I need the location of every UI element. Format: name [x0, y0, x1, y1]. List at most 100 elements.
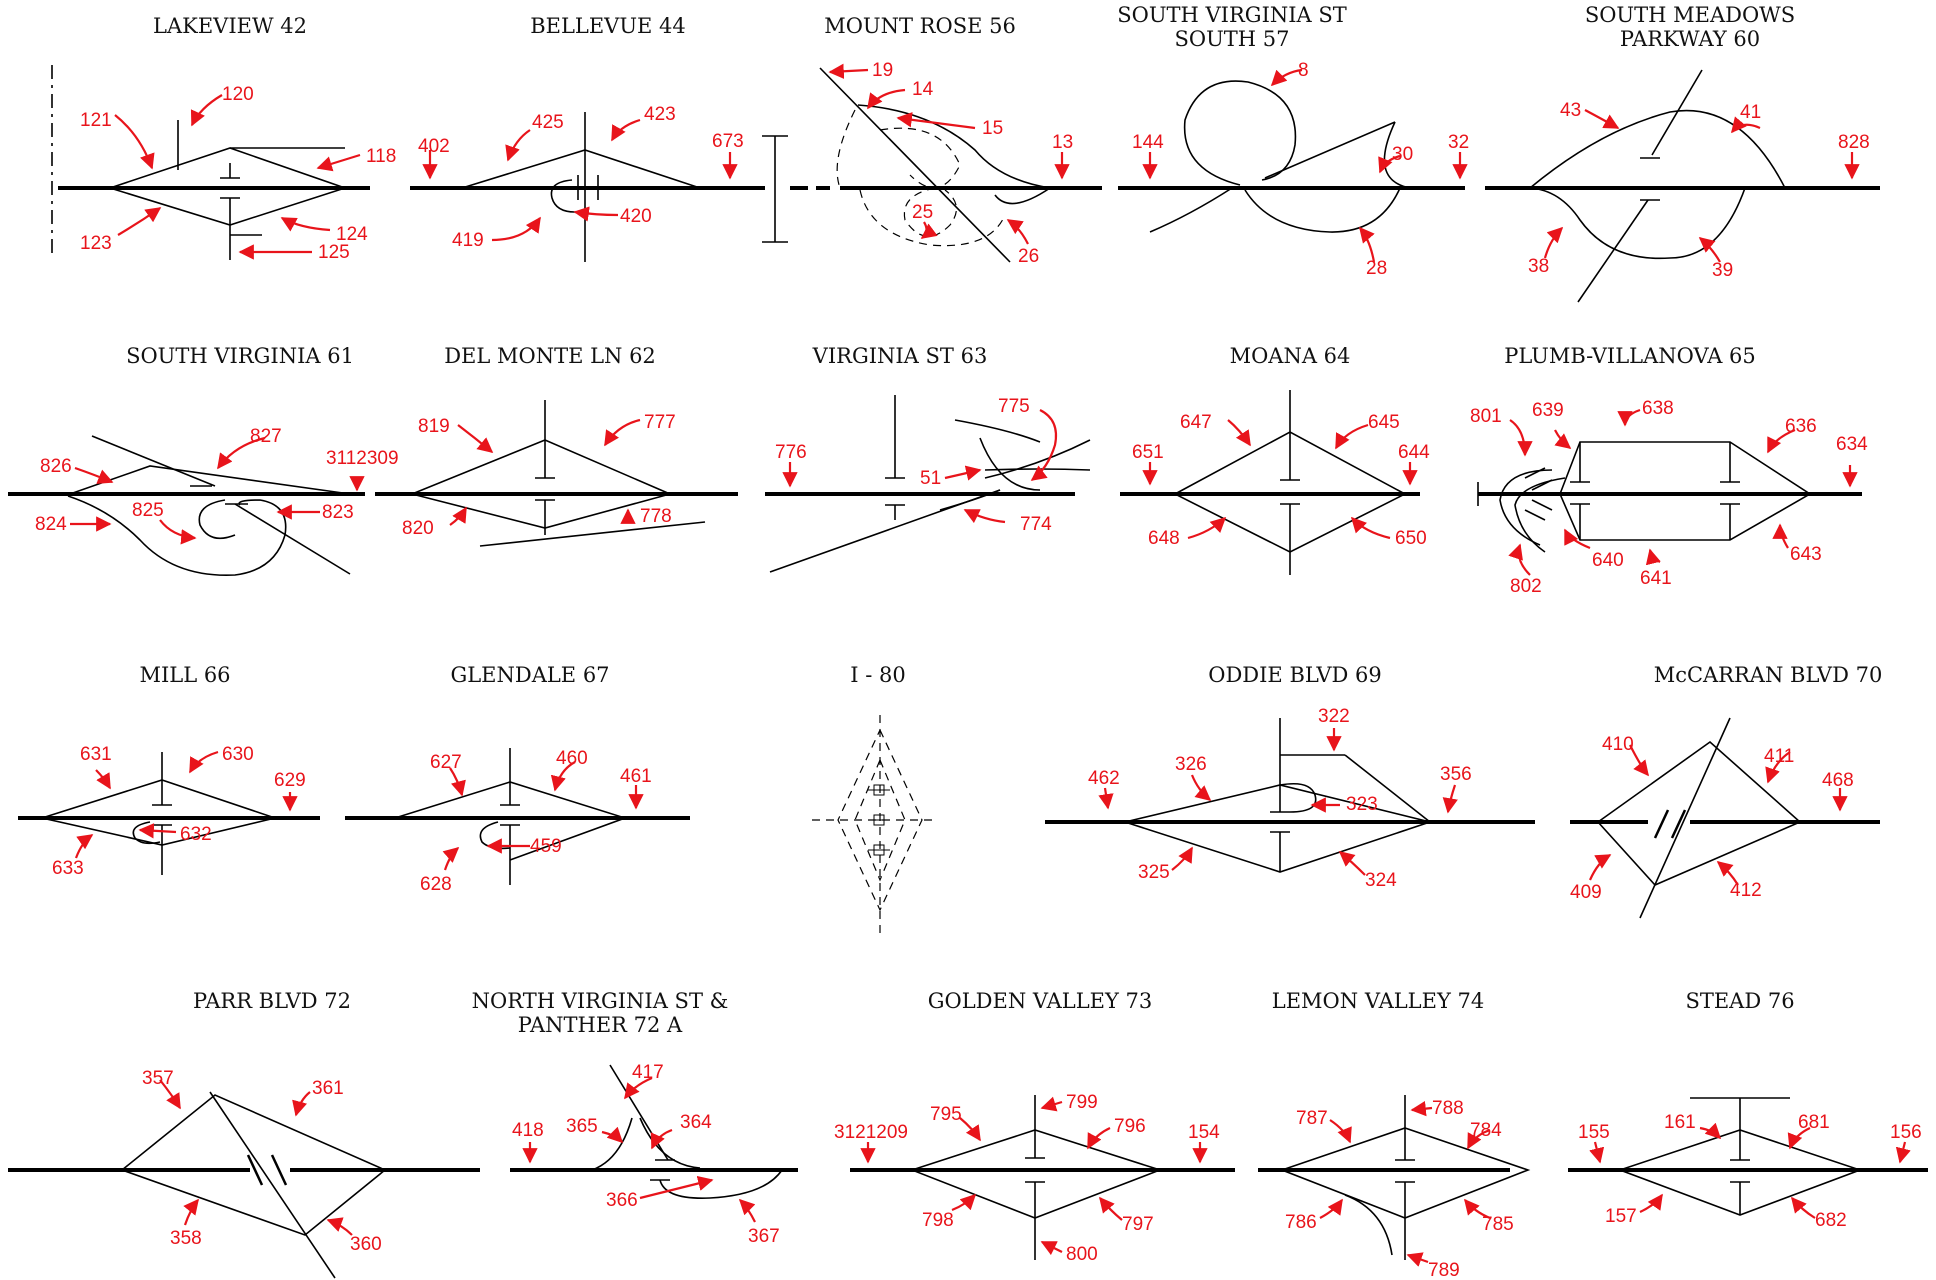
route-label: 360	[350, 1234, 382, 1255]
route-label: 824	[35, 514, 67, 535]
route-label: 157	[1605, 1206, 1637, 1227]
route-label: 15	[982, 118, 1003, 139]
route-label: 644	[1398, 442, 1430, 463]
route-label: 648	[1148, 528, 1180, 549]
route-label: 30	[1392, 144, 1413, 165]
interchange-glendale-67: GLENDALE 67 627 460 461 459 628	[345, 663, 690, 895]
interchange-del-monte-ln-62: DEL MONTE LN 62 819 777 820 778	[375, 344, 738, 547]
route-label: 775	[998, 396, 1030, 417]
route-label: 417	[632, 1062, 664, 1083]
interchange-title: SOUTH MEADOWS	[1585, 3, 1795, 27]
interchange-title: GLENDALE 67	[450, 663, 609, 687]
route-label: 39	[1712, 260, 1733, 281]
route-label: 156	[1890, 1122, 1922, 1143]
route-label: 420	[620, 206, 652, 227]
route-label: 681	[1798, 1112, 1830, 1133]
interchange-title: LEMON VALLEY 74	[1272, 989, 1484, 1013]
route-label: 357	[142, 1068, 174, 1089]
interchange-title: BELLEVUE 44	[530, 14, 686, 38]
route-label: 32	[1448, 132, 1469, 153]
route-label: 326	[1175, 754, 1207, 775]
route-label: 778	[640, 506, 672, 527]
route-label: 125	[318, 242, 350, 263]
route-label: 367	[748, 1226, 780, 1247]
interchange-title: DEL MONTE LN 62	[444, 344, 656, 368]
route-label: 461	[620, 766, 652, 787]
interchange-stead-76: STEAD 76 161 681 155 156 157 682	[1568, 989, 1928, 1231]
route-label: 26	[1018, 246, 1039, 267]
route-label: 776	[775, 442, 807, 463]
interchange-mill-66: MILL 66 631 630 629 632 633	[18, 663, 320, 879]
route-label: 650	[1395, 528, 1427, 549]
route-label: 366	[606, 1190, 638, 1211]
route-label: 645	[1368, 412, 1400, 433]
route-label: 19	[872, 60, 893, 81]
interchange-title: ODDIE BLVD 69	[1208, 663, 1381, 687]
interchange-title: GOLDEN VALLEY 73	[928, 989, 1153, 1013]
route-label: 819	[418, 416, 450, 437]
route-label: 322	[1318, 706, 1350, 727]
route-label: 51	[920, 468, 941, 489]
route-label: 462	[1088, 768, 1120, 789]
route-label: 409	[1570, 882, 1602, 903]
route-label: 651	[1132, 442, 1164, 463]
route-label: 777	[644, 412, 676, 433]
route-label: 631	[80, 744, 112, 765]
route-label: 14	[912, 79, 934, 100]
route-label: 13	[1052, 132, 1073, 153]
interchange-oddie-blvd-69: ODDIE BLVD 69 322 326 462 356 323 325 32…	[1045, 663, 1535, 891]
route-label: 460	[556, 748, 588, 769]
interchange-title: SOUTH VIRGINIA 61	[126, 344, 354, 368]
route-label: 120	[222, 84, 254, 105]
route-label: 633	[52, 858, 84, 879]
interchange-title: SOUTH 57	[1174, 27, 1289, 51]
route-label: 797	[1122, 1214, 1154, 1235]
route-label: 825	[132, 500, 164, 521]
route-label: 402	[418, 136, 450, 157]
interchange-lakeview-42: LAKEVIEW 42 121 120 118 123 124 125	[51, 14, 396, 263]
route-label: 411	[1764, 746, 1794, 767]
interchange-title: VIRGINIA ST 63	[812, 344, 988, 368]
interchange-title: MOANA 64	[1230, 344, 1351, 368]
interchange-virginia-st-63: VIRGINIA ST 63 776 775 51 774	[765, 344, 1091, 573]
route-label: 630	[222, 744, 254, 765]
route-label: 647	[1180, 412, 1212, 433]
route-label: 323	[1346, 794, 1378, 815]
route-label: 41	[1740, 102, 1761, 123]
interchange-bellevue-44: BELLEVUE 44 402 425 423 673 419 420	[410, 14, 765, 262]
route-label: 118	[366, 146, 396, 167]
route-label: 826	[40, 456, 72, 477]
route-label: 823	[322, 502, 354, 523]
route-label: 789	[1428, 1260, 1460, 1280]
route-label: 788	[1432, 1098, 1464, 1119]
route-label: 38	[1528, 256, 1549, 277]
route-label: 786	[1285, 1212, 1317, 1233]
interchange-title: STEAD 76	[1685, 989, 1794, 1013]
route-label: 800	[1066, 1244, 1098, 1265]
route-label: 785	[1482, 1214, 1514, 1235]
route-label: 795	[930, 1104, 962, 1125]
route-label: 628	[420, 874, 452, 895]
interchange-south-virginia-61: SOUTH VIRGINIA 61 826 827 3112309 825 82…	[8, 344, 399, 577]
interchange-north-virginia-st-panther-72a: NORTH VIRGINIA ST & PANTHER 72 A 417 365…	[472, 989, 798, 1247]
route-label: 324	[1365, 870, 1397, 891]
route-label: 629	[274, 770, 306, 791]
route-label: 798	[922, 1210, 954, 1231]
route-label: 639	[1532, 400, 1564, 421]
route-label: 43	[1560, 100, 1581, 121]
route-label: 640	[1592, 550, 1624, 571]
route-label: 361	[312, 1078, 344, 1099]
route-label: 799	[1066, 1092, 1098, 1113]
interchange-south-meadows-parkway-60: SOUTH MEADOWS PARKWAY 60 43 41 828 38 39	[1485, 3, 1880, 303]
route-label: 161	[1664, 1112, 1696, 1133]
route-label: 643	[1790, 544, 1822, 565]
route-label: 827	[250, 426, 282, 447]
interchange-title: SOUTH VIRGINIA ST	[1117, 3, 1347, 27]
route-label: 155	[1578, 1122, 1610, 1143]
route-label: 410	[1602, 734, 1634, 755]
interchange-south-virginia-st-south-57: SOUTH VIRGINIA ST SOUTH 57 8 144 30 32 2…	[1117, 3, 1469, 279]
route-label: 468	[1822, 770, 1854, 791]
route-label: 418	[512, 1120, 544, 1141]
interchange-title: McCARRAN BLVD 70	[1654, 663, 1883, 687]
